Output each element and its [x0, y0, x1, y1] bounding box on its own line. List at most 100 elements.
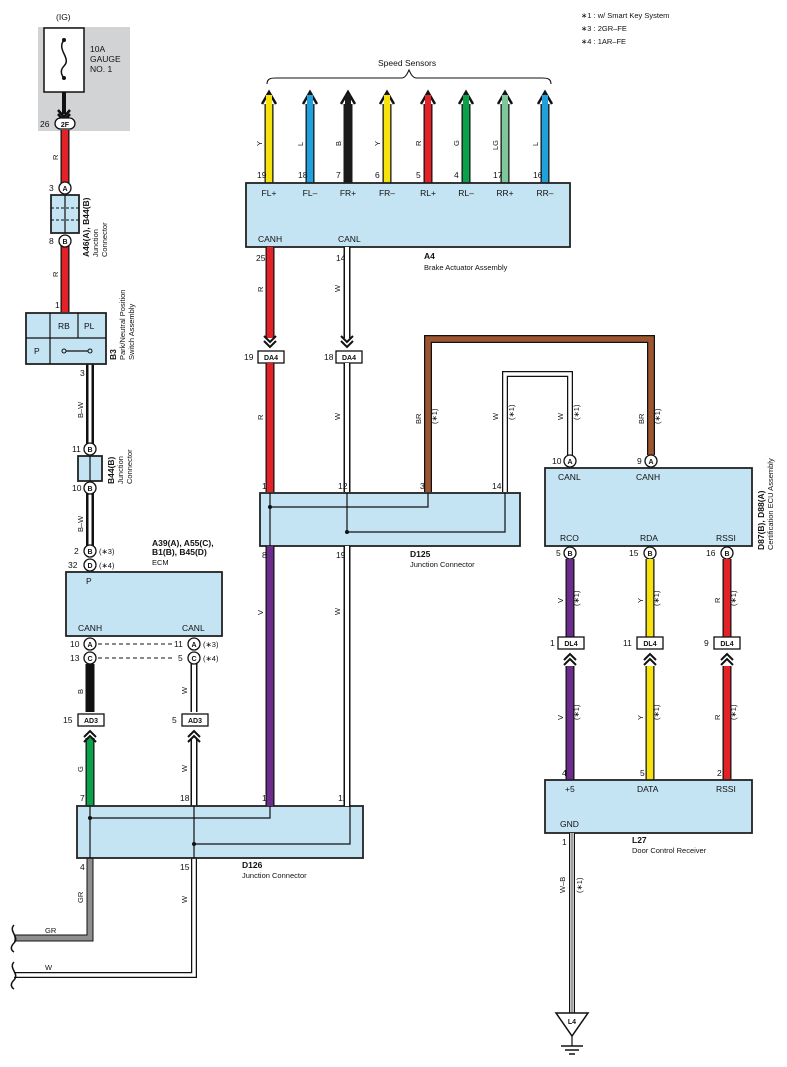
fuse-pin: 26: [40, 119, 50, 129]
sensor-arrow-icon-0: [260, 89, 278, 105]
svg-text:Junction Connector: Junction Connector: [242, 871, 307, 880]
svg-text:DL4: DL4: [720, 641, 733, 648]
svg-text:DL4: DL4: [564, 641, 577, 648]
svg-text:(∗1): (∗1): [430, 408, 439, 424]
svg-text:5: 5: [172, 715, 177, 725]
svg-text:10: 10: [70, 639, 80, 649]
note-1: ∗1 : w/ Smart Key System: [581, 11, 669, 20]
svg-text:W: W: [180, 686, 189, 694]
svg-text:A: A: [648, 459, 653, 466]
svg-text:W: W: [45, 963, 53, 972]
svg-text:AD3: AD3: [188, 718, 202, 725]
junction-connector-a46: A 3 B 8 A46(A), B44(B) Junction Connecto…: [49, 154, 109, 277]
svg-text:RDA: RDA: [640, 533, 658, 543]
sensor-wire-label-3: Y: [373, 141, 382, 146]
sensor-arrow-icon-4: [419, 89, 437, 105]
svg-text:W: W: [333, 284, 342, 292]
svg-text:Connector: Connector: [100, 222, 109, 257]
svg-text:11: 11: [174, 639, 183, 649]
sensor-wire-label-4: R: [414, 140, 423, 146]
svg-text:19: 19: [336, 550, 346, 560]
svg-text:2: 2: [74, 546, 79, 556]
svg-text:5: 5: [640, 768, 645, 778]
svg-text:C: C: [87, 656, 92, 663]
note-4: ∗4 : 1AR–FE: [581, 37, 626, 46]
speed-sensor-bracket: Speed Sensors: [266, 58, 552, 85]
svg-text:8: 8: [49, 236, 54, 246]
svg-text:L27: L27: [632, 835, 647, 845]
svg-text:1: 1: [562, 837, 567, 847]
fuse-name-1: GAUGE: [90, 54, 121, 64]
svg-text:GND: GND: [560, 819, 579, 829]
sensor-wire-label-2: B: [334, 141, 343, 146]
svg-text:P: P: [86, 576, 92, 586]
fuse-box: [43, 27, 85, 93]
svg-text:B: B: [87, 486, 92, 493]
sensor-terminal-6: RR+: [496, 188, 513, 198]
svg-text:A: A: [62, 186, 67, 193]
svg-text:18: 18: [324, 352, 334, 362]
svg-text:V: V: [556, 598, 565, 603]
svg-text:W: W: [491, 412, 500, 420]
svg-text:(∗1): (∗1): [572, 590, 581, 606]
svg-text:V: V: [556, 715, 565, 720]
svg-text:CANL: CANL: [182, 623, 205, 633]
svg-text:BR: BR: [637, 413, 646, 424]
svg-text:B: B: [724, 551, 729, 558]
svg-text:A4: A4: [424, 251, 435, 261]
svg-text:D87(B), D88(A): D87(B), D88(A): [756, 490, 766, 550]
svg-text:B44(B): B44(B): [106, 456, 116, 484]
svg-text:Brake Actuator Assembly: Brake Actuator Assembly: [424, 263, 508, 272]
sensor-wire-label-6: LG: [491, 140, 500, 150]
sensor-terminal-0: FL+: [262, 188, 277, 198]
svg-text:(∗1): (∗1): [652, 590, 661, 606]
svg-text:GR: GR: [45, 926, 57, 935]
fuse-conn-label: 2F: [61, 122, 70, 129]
svg-text:(∗1): (∗1): [572, 404, 581, 420]
svg-text:A: A: [191, 642, 196, 649]
sensor-wire-tip-6: [502, 95, 508, 105]
svg-text:R: R: [256, 286, 265, 292]
sensor-terminal-5: RL–: [458, 188, 474, 198]
svg-text:15: 15: [63, 715, 73, 725]
brake-actuator-a4: FL+FL–FR+FR–RL+RL–RR+RR– CANH CANL 25 14…: [245, 182, 571, 272]
sensor-terminal-1: FL–: [303, 188, 318, 198]
left-wires: [10, 130, 198, 990]
svg-text:7: 7: [80, 793, 85, 803]
svg-text:Switch Assembly: Switch Assembly: [127, 303, 136, 360]
svg-text:Y: Y: [636, 715, 645, 720]
svg-text:25: 25: [256, 253, 266, 263]
svg-text:W: W: [180, 895, 189, 903]
svg-text:Park/Neutral Position: Park/Neutral Position: [118, 290, 127, 360]
sensor-pin-5: 4: [454, 170, 459, 180]
svg-text:4: 4: [562, 768, 567, 778]
svg-text:CANH: CANH: [636, 472, 660, 482]
sensor-wire-tip-1: [307, 95, 313, 105]
svg-text:RCO: RCO: [560, 533, 579, 543]
svg-text:CANL: CANL: [558, 472, 581, 482]
a4-can-wires: R W DA4 19 DA4 18 R W: [244, 247, 363, 492]
d125-d126-wires: V W: [256, 546, 351, 806]
junction-connector-d125: 1 12 3 14 8 19 D125 Junction Connector: [259, 481, 521, 569]
sensor-pin-4: 5: [416, 170, 421, 180]
fuse-dot-bottom: [62, 76, 66, 80]
svg-text:14: 14: [336, 253, 346, 263]
svg-text:3: 3: [80, 368, 85, 378]
svg-text:B: B: [62, 239, 67, 246]
svg-text:13: 13: [70, 653, 80, 663]
sensor-wire-label-5: G: [452, 140, 461, 146]
svg-text:B: B: [647, 551, 652, 558]
svg-text:G: G: [76, 766, 85, 772]
cert-can-wires: BR (∗1) W (∗1) W (∗1) BR (∗1): [414, 335, 662, 492]
svg-text:BR: BR: [414, 413, 423, 424]
svg-text:DA4: DA4: [264, 355, 278, 362]
svg-text:RB: RB: [58, 321, 70, 331]
svg-text:15: 15: [629, 548, 639, 558]
svg-text:8: 8: [262, 550, 267, 560]
svg-text:CANH: CANH: [78, 623, 102, 633]
speed-sensors-title: Speed Sensors: [378, 58, 436, 68]
sensor-terminal-7: RR–: [536, 188, 553, 198]
ad3-connectors: AD3 15 AD3 5 G W: [63, 713, 209, 772]
svg-text:+5: +5: [565, 784, 575, 794]
